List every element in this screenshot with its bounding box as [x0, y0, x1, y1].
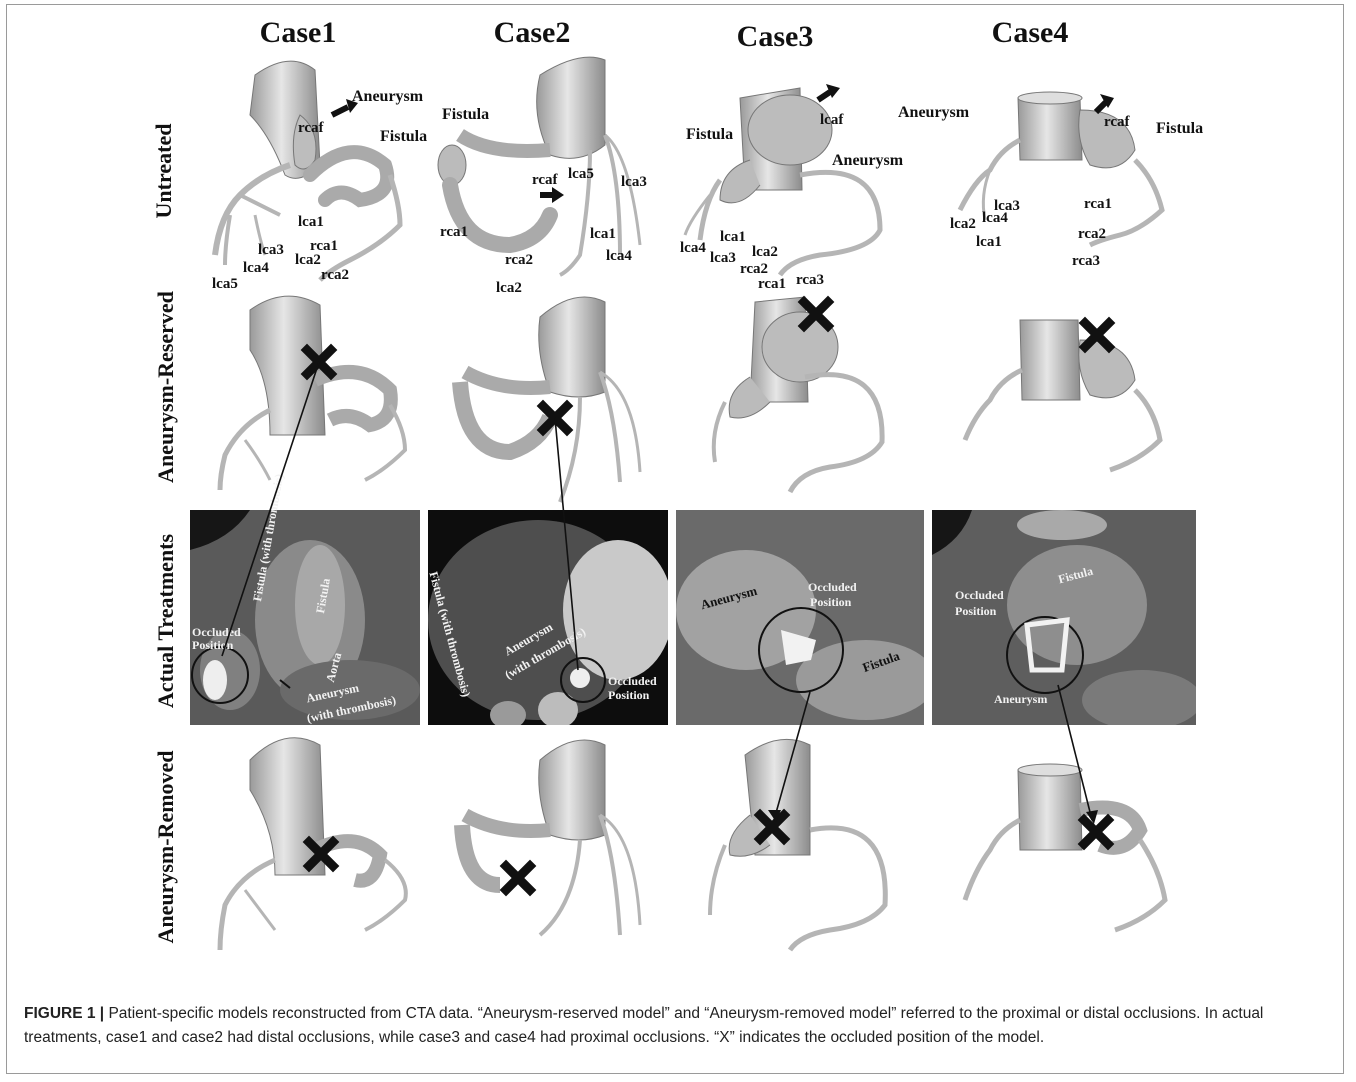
caption-label: FIGURE 1 |	[24, 1005, 104, 1022]
connector-lines	[0, 0, 1356, 1000]
figure-caption: FIGURE 1 | Patient-specific models recon…	[24, 1002, 1334, 1050]
caption-text: Patient-specific models reconstructed fr…	[24, 1005, 1263, 1046]
